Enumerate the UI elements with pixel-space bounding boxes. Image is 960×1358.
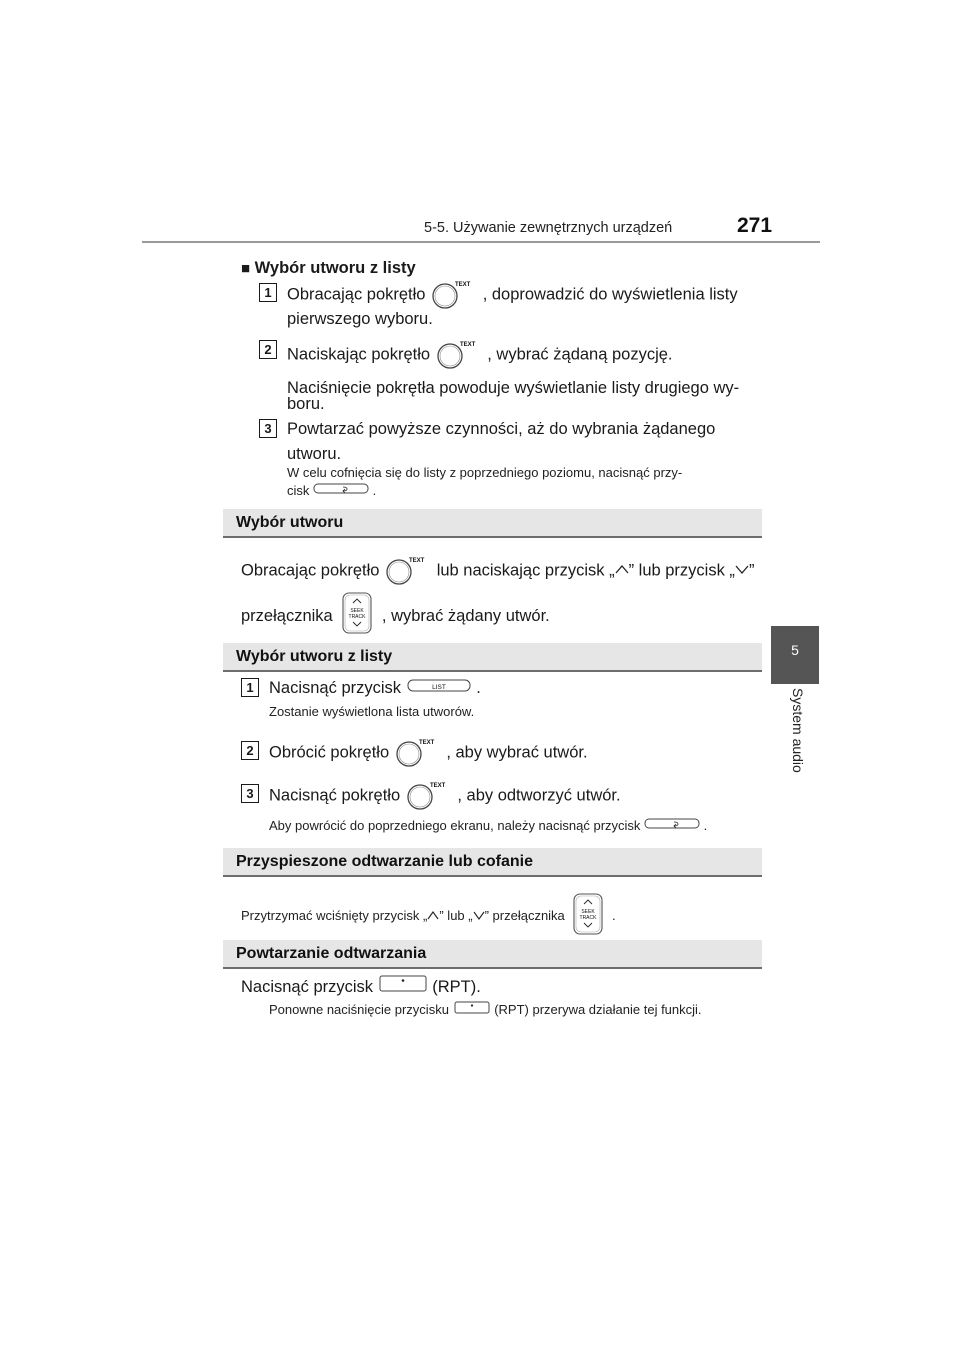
chapter-number: 5 bbox=[791, 642, 799, 658]
svg-text:LIST: LIST bbox=[432, 684, 446, 691]
step-number: 1 bbox=[259, 283, 277, 302]
text-knob-icon: TEXT bbox=[384, 556, 432, 586]
body-text: Obracając pokrętło TEXT lub naciskając p… bbox=[241, 556, 754, 586]
section-heading: Powtarzanie odtwarzania bbox=[223, 940, 762, 969]
step-text-cont: utworu. bbox=[287, 445, 342, 463]
svg-text:TEXT: TEXT bbox=[409, 558, 425, 564]
step-number: 2 bbox=[259, 340, 277, 359]
svg-text:TRACK: TRACK bbox=[349, 614, 367, 620]
svg-text:SEEK: SEEK bbox=[351, 608, 365, 614]
section-title: 5-5. Używanie zewnętrznych urządzeń bbox=[424, 220, 673, 236]
chapter-label: System audio bbox=[790, 688, 806, 773]
rpt-button-icon bbox=[378, 974, 428, 1001]
step-text: Powtarzać powyższe czynności, aż do wybr… bbox=[287, 420, 716, 438]
note-text: cisk . bbox=[287, 482, 376, 501]
text-knob-icon: TEXT bbox=[394, 738, 442, 768]
chapter-tab: 5 bbox=[771, 626, 819, 684]
step-number: 2 bbox=[241, 741, 259, 760]
chevron-down-icon bbox=[735, 561, 749, 579]
step-text-cont: Naciśnięcie pokrętła powoduje wyświetlan… bbox=[287, 379, 740, 397]
section-heading: Wybór utworu z listy bbox=[223, 643, 762, 672]
note-text: W celu cofnięcia się do listy z poprzedn… bbox=[287, 465, 683, 480]
step-text: Obracając pokrętło TEXT , doprowadzić do… bbox=[287, 280, 738, 310]
note-text: Zostanie wyświetlona lista utworów. bbox=[269, 704, 475, 719]
body-text: Przytrzymać wciśnięty przycisk „” lub „”… bbox=[241, 893, 616, 940]
svg-text:TEXT: TEXT bbox=[455, 282, 471, 288]
step-number: 3 bbox=[259, 419, 277, 438]
step-text: Obrócić pokrętło TEXT , aby wybrać utwór… bbox=[269, 738, 588, 768]
text-knob-icon: TEXT bbox=[405, 781, 453, 811]
svg-text:TEXT: TEXT bbox=[419, 740, 435, 746]
back-button-icon bbox=[313, 482, 369, 501]
step-text-cont: boru. bbox=[287, 395, 325, 413]
subsection-heading: ■ Wybór utworu z listy bbox=[241, 259, 416, 277]
step-number: 3 bbox=[241, 784, 259, 803]
step-text: Naciskając pokrętło TEXT , wybrać żądaną… bbox=[287, 340, 673, 370]
chevron-down-icon bbox=[473, 908, 485, 923]
svg-text:SEEK: SEEK bbox=[582, 909, 596, 915]
page-number: 271 bbox=[737, 214, 773, 237]
note-text: Ponowne naciśnięcie przycisku (RPT) prze… bbox=[269, 1000, 702, 1021]
text-knob-icon: TEXT bbox=[435, 340, 483, 370]
section-heading: Przyspieszone odtwarzanie lub cofanie bbox=[223, 848, 762, 877]
square-bullet-icon: ■ bbox=[241, 260, 251, 277]
rpt-button-icon bbox=[453, 1000, 491, 1021]
chevron-up-icon bbox=[427, 908, 439, 923]
note-text: Aby powrócić do poprzedniego ekranu, nal… bbox=[269, 817, 707, 836]
step-number: 1 bbox=[241, 678, 259, 697]
text-knob-icon: TEXT bbox=[430, 280, 478, 310]
header-rule bbox=[142, 241, 820, 243]
step-text: Nacisnąć pokrętło TEXT , aby odtworzyć u… bbox=[269, 781, 621, 811]
body-text: Nacisnąć przycisk (RPT). bbox=[241, 974, 481, 1001]
step-text-cont: pierwszego wyboru. bbox=[287, 310, 433, 328]
svg-text:TRACK: TRACK bbox=[580, 915, 598, 921]
step-text: Nacisnąć przycisk LIST . bbox=[269, 676, 481, 701]
section-heading: Wybór utworu bbox=[223, 509, 762, 538]
back-button-icon bbox=[644, 817, 700, 836]
list-button-icon: LIST bbox=[406, 677, 472, 701]
chevron-up-icon bbox=[615, 561, 629, 579]
svg-text:TEXT: TEXT bbox=[430, 783, 446, 789]
svg-text:TEXT: TEXT bbox=[460, 342, 476, 348]
